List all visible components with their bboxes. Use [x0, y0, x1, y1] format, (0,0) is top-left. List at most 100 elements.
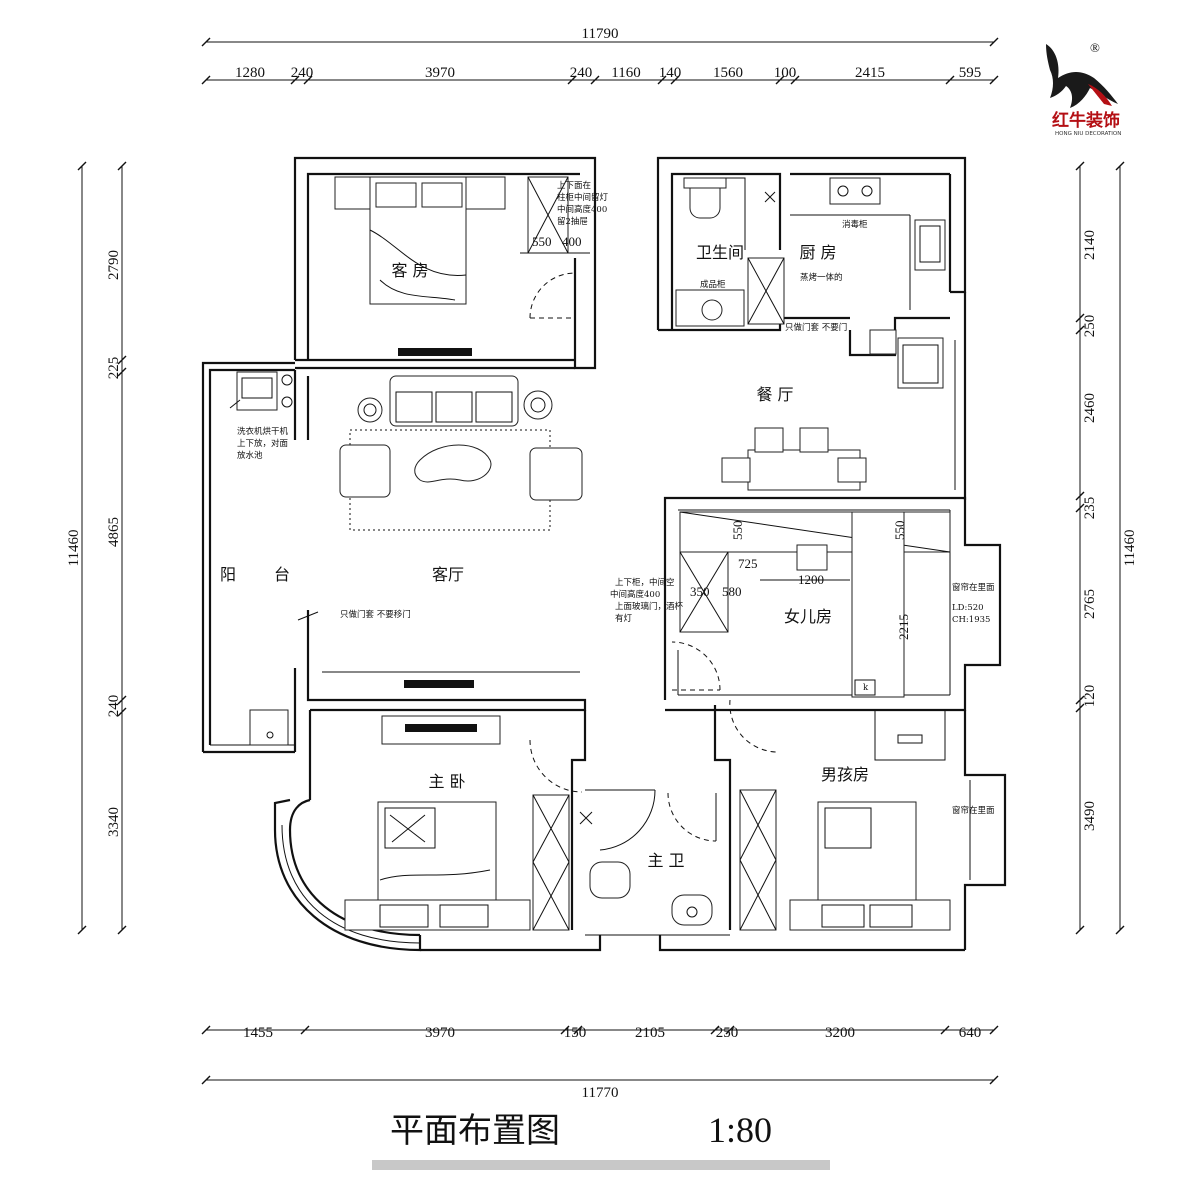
dimension-tick: [201, 1025, 211, 1035]
note-kitchen-door: 只做门套 不要门: [785, 322, 847, 333]
note-living-door: 只做门套 不要移门: [340, 609, 411, 620]
note-oven: 蒸烤一体的: [800, 272, 843, 283]
note-guest-d1: 550: [532, 234, 552, 249]
dimension-tick: [300, 1025, 310, 1035]
note-guest-cab-2: 柱柜中间留灯: [557, 192, 609, 203]
brand-name: 红牛装饰: [1052, 110, 1120, 131]
dim-right-7: 3490: [1082, 801, 1098, 831]
dimension-tick: [117, 367, 127, 377]
dimension-tick: [657, 75, 667, 85]
dining-set: [721, 427, 867, 491]
dimension-tick: [1075, 695, 1085, 705]
dimension-tick: [989, 1025, 999, 1035]
dim-left-2: 225: [106, 357, 122, 380]
dim-right-3: 2460: [1082, 393, 1098, 423]
kitchen-fixtures: [790, 177, 946, 389]
room-label-small-bath: 卫生间: [696, 243, 744, 262]
note-d-2215: 2215: [896, 614, 911, 640]
room-label-balcony-b: 台: [274, 565, 290, 584]
washer-dryer: [229, 371, 293, 746]
drawing-title: 平面布置图: [390, 1111, 560, 1151]
small-bath-fixtures: [675, 177, 785, 327]
note-dcab-4: 有灯: [615, 613, 633, 624]
dim-right-5: 2765: [1082, 589, 1098, 619]
dimension-tick: [945, 75, 955, 85]
dim-top-3: 3970: [425, 65, 455, 81]
dim-left-total: 11460: [66, 530, 82, 567]
dimension-tick: [117, 161, 127, 171]
dimension-tick: [290, 75, 300, 85]
dim-top-2: 240: [291, 65, 314, 81]
dimension-tick: [117, 355, 127, 365]
dimension-tick: [1075, 161, 1085, 171]
dimension-tick: [790, 75, 800, 85]
dimension-tick: [567, 75, 577, 85]
dimension-lines: [77, 37, 1125, 1085]
dimension-tick: [1075, 491, 1085, 501]
dimension-tick: [201, 37, 211, 47]
dim-bottom-5: 250: [716, 1025, 739, 1041]
master-bath-fixtures: [579, 811, 713, 926]
drawing-scale: 1:80: [708, 1110, 772, 1150]
boy-room-furniture: [739, 709, 951, 931]
dimension-tick: [1115, 161, 1125, 171]
furniture: [229, 176, 951, 931]
dimension-tick: [989, 37, 999, 47]
note-d-550b: 550: [892, 521, 907, 541]
dimension-tick: [1075, 313, 1085, 323]
bull-logo-icon: [1046, 44, 1118, 108]
dimension-tick: [1115, 925, 1125, 935]
note-guest-d2: 400: [562, 234, 582, 249]
dim-left-1: 2790: [106, 250, 122, 280]
bull-horn-accent: [1088, 84, 1112, 106]
tv-guest: [398, 348, 472, 356]
dim-bottom-total: 11770: [582, 1085, 619, 1101]
dim-bottom-4: 2105: [635, 1025, 665, 1041]
dim-top-9: 2415: [855, 65, 885, 81]
room-label-living: 客厅: [432, 565, 464, 584]
dim-right-2: 250: [1082, 315, 1098, 338]
master-bed: [344, 801, 531, 931]
dim-top-total: 11790: [582, 26, 619, 42]
dim-bottom-6: 3200: [825, 1025, 855, 1041]
dim-right-1: 2140: [1082, 230, 1098, 260]
dim-top-4: 240: [570, 65, 593, 81]
dim-top-7: 1560: [713, 65, 743, 81]
dimension-tick: [1075, 925, 1085, 935]
note-dcab-3: 上面玻璃门，酒杯: [615, 601, 684, 612]
note-d-725: 725: [738, 556, 758, 571]
room-label-boy: 男孩房: [821, 765, 869, 784]
room-label-daughter: 女儿房: [784, 607, 832, 626]
title-underline: [372, 1160, 830, 1170]
note-ch: CH:1935: [952, 615, 990, 625]
doors: [297, 272, 779, 851]
note-sterilizer: 消毒柜: [842, 219, 868, 230]
tv-living: [404, 680, 474, 688]
dim-top-8: 100: [774, 65, 797, 81]
master-wardrobe: [532, 794, 570, 931]
dimension-tick: [710, 1025, 720, 1035]
note-d-1200: 1200: [798, 572, 824, 587]
dimension-tick: [1075, 703, 1085, 713]
dimension-tick: [670, 75, 680, 85]
dimension-tick: [77, 161, 87, 171]
note-washer-1: 洗衣机烘干机: [237, 426, 289, 437]
dimension-tick: [1075, 325, 1085, 335]
note-dcab-2: 中间高度400: [610, 589, 660, 600]
note-k: k: [863, 683, 869, 693]
dim-top-10: 595: [959, 65, 982, 81]
dimension-tick: [989, 75, 999, 85]
note-washer-2: 上下放，对面: [237, 438, 289, 449]
dim-top-1: 1280: [235, 65, 265, 81]
dim-right-6: 120: [1082, 685, 1098, 708]
room-label-dining: 餐 厅: [756, 385, 793, 404]
note-guest-cab-3: 中间高度400: [557, 204, 607, 215]
dim-top-5: 1160: [611, 65, 640, 81]
brand-subtitle: HONG NIU DECORATION: [1055, 131, 1121, 137]
living-room-set: [339, 375, 583, 531]
note-dcab-1: 上下柜，中间空: [615, 577, 675, 588]
guest-wardrobe: [520, 176, 590, 254]
brand-logo: ® 红牛装饰 HONG NIU DECORATION: [1046, 40, 1121, 137]
room-label-kitchen: 厨 房: [799, 243, 836, 262]
